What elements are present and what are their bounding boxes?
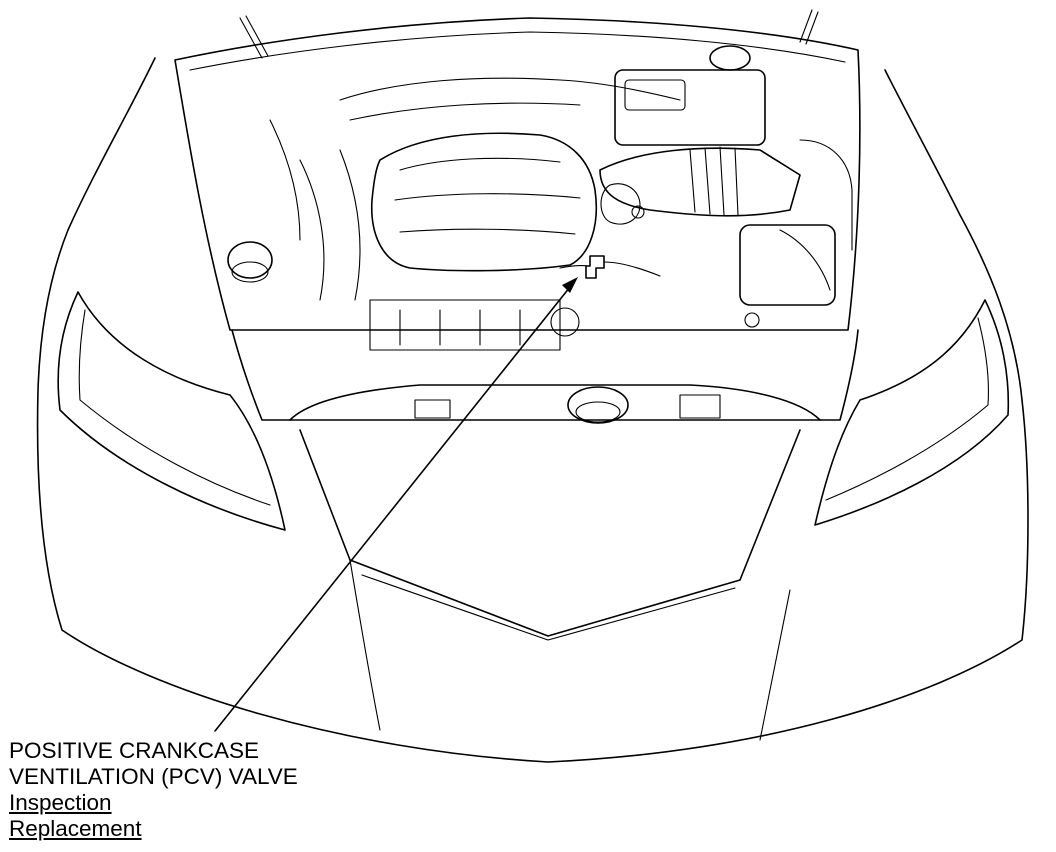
hood-outline	[174, 17, 861, 331]
engine-bay-edge	[231, 329, 859, 421]
air-intake-duct	[599, 147, 801, 217]
bumper-lower-lines	[349, 559, 791, 741]
hood-inner-edge	[189, 31, 846, 71]
right-side-components	[779, 139, 853, 291]
hood-stay-right	[799, 9, 819, 45]
left-hoses	[269, 119, 361, 301]
fuse-box	[614, 69, 766, 146]
battery-terminal	[744, 312, 760, 328]
pcv-valve	[585, 255, 605, 279]
hood-stay-left	[239, 15, 269, 59]
inspection-link[interactable]: Inspection	[9, 790, 112, 815]
callout-title-line-1: POSITIVE CRANKCASE	[9, 738, 260, 763]
replacement-link[interactable]: Replacement	[9, 816, 142, 841]
headlight-right-inner	[825, 317, 989, 501]
grille-inner	[361, 574, 736, 641]
washer-reservoir-cap	[227, 241, 273, 279]
washer-reservoir-neck	[231, 261, 269, 283]
coil-pack-row	[369, 299, 561, 351]
pcv-valve-callout: POSITIVE CRANKCASE VENTILATION (PCV) VAL…	[9, 738, 298, 842]
callout-title-line-2: VENTILATION (PCV) VALVE	[9, 764, 298, 789]
fuse-box-lid-detail	[624, 79, 686, 111]
radiator-support	[289, 384, 821, 421]
callout-arrowhead	[562, 277, 578, 293]
battery	[739, 224, 836, 306]
throttle-body	[600, 183, 641, 225]
radiator-cap	[567, 386, 629, 424]
headlight-left-inner	[78, 309, 271, 506]
pcv-hose	[559, 261, 661, 277]
cross-member-detail	[414, 394, 721, 419]
headlight-right	[814, 299, 1010, 526]
grille-outline	[299, 429, 801, 637]
reservoir-cap-top	[709, 45, 751, 71]
intake-bellows	[689, 146, 739, 216]
callout-leader-line	[214, 281, 575, 732]
sensor-fitting	[631, 205, 645, 219]
engine-cover-ribs	[394, 157, 581, 235]
headlight-left	[57, 291, 286, 531]
oil-filler-cap	[550, 307, 580, 337]
radiator-cap-inner	[575, 401, 621, 423]
upper-hoses	[339, 77, 681, 121]
engine-cover	[370, 132, 598, 272]
body-outline	[36, 57, 1029, 763]
